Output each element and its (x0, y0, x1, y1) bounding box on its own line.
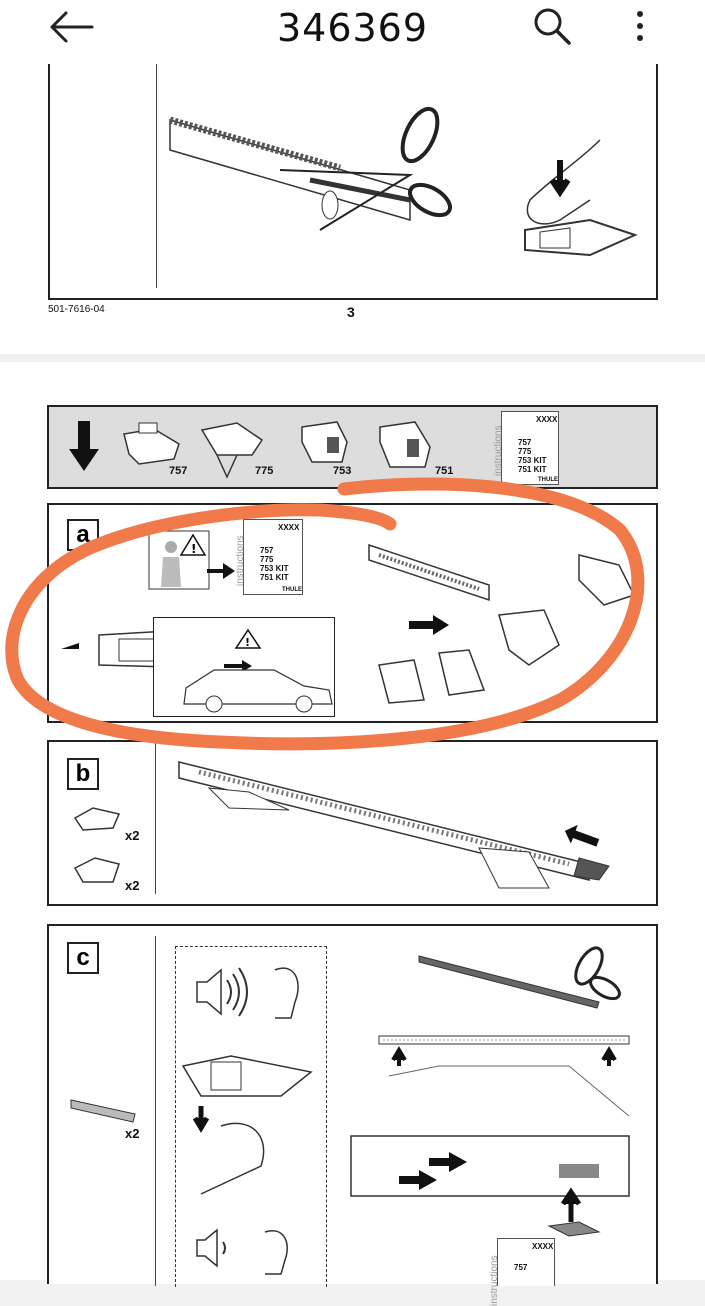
step-letter-c: c (67, 942, 99, 974)
bar-and-feet-illustration (368, 543, 636, 704)
foot-775-icon (200, 422, 264, 479)
document-page-4: 757 775 753 751 instructions XXXX 757 77… (0, 362, 705, 1306)
step-letter-b: b (67, 758, 99, 790)
car-warning-box: ! (153, 617, 335, 717)
strip-label-775: 775 (255, 465, 274, 477)
speaker-quiet-icon (196, 1228, 288, 1275)
qty-label: x2 (125, 878, 140, 893)
parts-strip: 757 775 753 751 instructions XXXX 757 77… (47, 405, 658, 489)
document-page-3: 501-7616-04 3 (0, 60, 705, 354)
page-number: 3 (347, 304, 355, 320)
strip-label-757: 757 (169, 465, 188, 477)
foot-751-icon (379, 421, 431, 468)
bar-install-illustration (178, 761, 610, 889)
search-icon[interactable] (532, 6, 572, 46)
app-bar: 346369 (0, 0, 705, 64)
page-separator (0, 354, 705, 362)
speaker-loud-icon (196, 967, 299, 1019)
end-cap-illustration (524, 139, 638, 257)
instructions-doc: instructions XXXX 757 775 753 KIT 751 KI… (493, 411, 559, 485)
step-letter-a: a (67, 519, 99, 551)
foot-757-icon (123, 422, 180, 465)
strip-cut-and-fit-illustration (350, 946, 630, 1237)
strip-label-753: 753 (333, 465, 352, 477)
step-b-panel: b x2 x2 (47, 740, 658, 906)
more-vert-icon[interactable] (630, 8, 650, 48)
foot-753-icon (301, 421, 348, 463)
sound-check-box (175, 946, 327, 1287)
step-frame (48, 60, 658, 300)
bar-cut-illustration (169, 106, 452, 231)
step-a-panel: a ! instructions XXXX 757 775 753 KIT 75… (47, 503, 658, 723)
strip-label-751: 751 (435, 465, 454, 477)
page-title: 346369 (276, 6, 429, 50)
doc-code: 501-7616-04 (48, 304, 105, 315)
svg-text:!: ! (191, 542, 196, 556)
clamp-icon-1 (73, 807, 121, 831)
qty-label: x2 (125, 828, 140, 843)
back-arrow-icon[interactable] (48, 10, 94, 44)
step-c-panel: c x2 (47, 924, 658, 1306)
instructions-doc-a: instructions XXXX 757 775 753 KIT 751 KI… (235, 519, 303, 595)
clamp-icon-2 (73, 857, 120, 883)
profile-hand-illustration (181, 1055, 313, 1195)
rubber-strip-icon (70, 1099, 136, 1123)
qty-label: x2 (125, 1126, 140, 1141)
instructions-doc-c: instructions XXXX 757 (489, 1238, 555, 1306)
svg-text:!: ! (245, 636, 250, 649)
car-illustration: ! (183, 628, 333, 713)
down-arrow-icon (69, 421, 99, 471)
